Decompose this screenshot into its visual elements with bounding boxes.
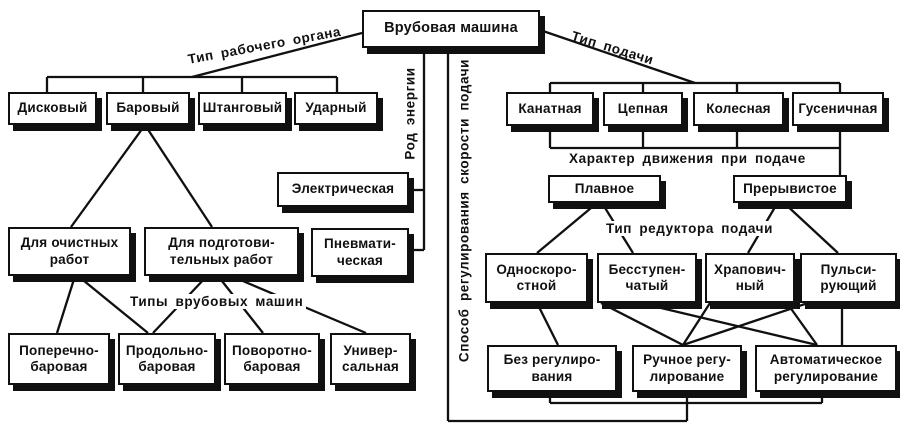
box-no-regulation: Без регулиро- вания xyxy=(487,345,617,392)
box-pulsating-reducer: Пульси- рующий xyxy=(800,253,897,303)
box-intermittent-motion: Прерывистое xyxy=(733,175,847,203)
label-reducer-type: Тип редуктора подачи xyxy=(603,221,776,236)
label-speed-regulation-method: Способ регулирования скорости подачи xyxy=(456,58,472,363)
box-cleaning-works: Для очистных работ xyxy=(8,227,131,276)
box-electric-energy: Электрическая xyxy=(277,172,409,207)
box-longitudinal-bar-machine: Продольно- баровая xyxy=(118,333,216,385)
box-rotary-bar-machine: Поворотно- баровая xyxy=(224,333,320,385)
label-energy-kind: Род энергии xyxy=(402,67,418,160)
label-machine-types: Типы врубовых машин xyxy=(127,294,307,309)
box-impact-type: Ударный xyxy=(294,92,378,125)
box-rod-type: Штанговый xyxy=(198,92,287,125)
box-pneumatic-energy: Пневмати- ческая xyxy=(311,228,409,277)
box-wheel-feed: Колесная xyxy=(693,92,784,126)
box-single-speed-reducer: Односкоро- стной xyxy=(485,253,588,303)
box-root-cutting-machine: Врубовая машина xyxy=(362,10,540,48)
box-chain-feed: Цепная xyxy=(603,92,683,126)
box-bar-type: Баровый xyxy=(106,92,190,125)
box-universal-machine: Универ- сальная xyxy=(330,333,411,385)
box-stepless-reducer: Бесступен- чатый xyxy=(597,253,697,303)
box-rope-feed: Канатная xyxy=(506,92,594,126)
box-cross-bar-machine: Поперечно- баровая xyxy=(8,333,110,385)
box-crawler-feed: Гусеничная xyxy=(792,92,884,126)
box-ratchet-reducer: Храпович- ный xyxy=(705,253,795,303)
box-preparatory-works: Для подготови- тельных работ xyxy=(144,227,299,276)
box-disk-type: Дисковый xyxy=(8,92,97,125)
box-smooth-motion: Плавное xyxy=(548,175,661,203)
box-automatic-regulation: Автоматическое регулирование xyxy=(755,345,897,392)
box-manual-regulation: Ручное регу- лирование xyxy=(632,345,742,392)
label-motion-character: Характер движения при подаче xyxy=(566,151,809,166)
